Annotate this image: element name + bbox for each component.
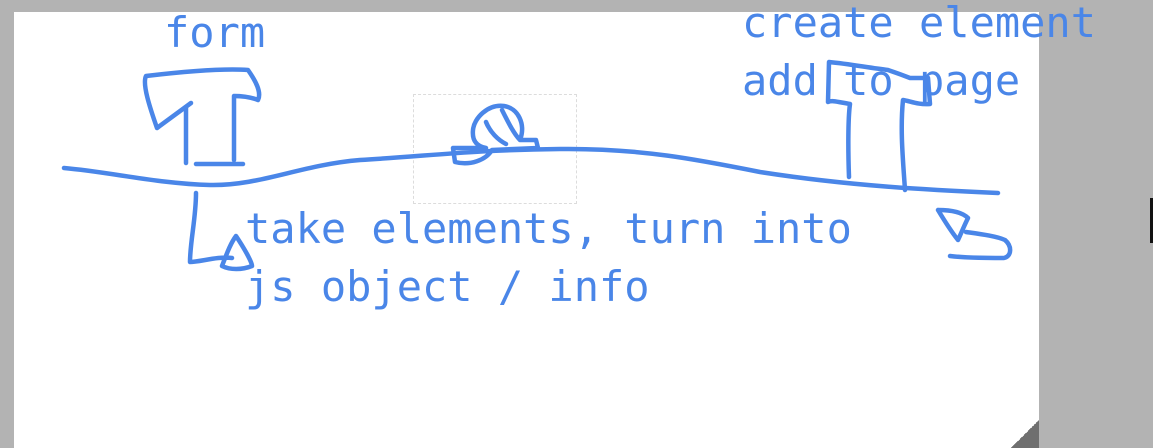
edge-marker bbox=[1150, 198, 1153, 243]
left-hook-arrow-drawing bbox=[187, 190, 255, 272]
note-create-element: create element add to page bbox=[742, 0, 1096, 110]
right-hook-arrow-drawing bbox=[935, 207, 1013, 261]
note-form: form bbox=[164, 4, 265, 62]
ground-line-drawing bbox=[61, 146, 1001, 196]
note-take-elements: take elements, turn into js object / inf… bbox=[245, 200, 852, 316]
left-post-drawing bbox=[142, 67, 262, 167]
right-post-drawing bbox=[825, 59, 933, 193]
note-take-line-1: take elements, turn into bbox=[245, 204, 852, 253]
resize-handle[interactable] bbox=[1011, 420, 1039, 448]
center-rock-drawing bbox=[450, 103, 541, 166]
note-take-line-2: js object / info bbox=[245, 262, 650, 311]
note-create-line-1: create element bbox=[742, 0, 1097, 47]
drawing-canvas[interactable] bbox=[14, 12, 1039, 448]
note-form-line: form bbox=[164, 8, 266, 57]
note-create-line-2: add to page bbox=[742, 56, 1021, 105]
